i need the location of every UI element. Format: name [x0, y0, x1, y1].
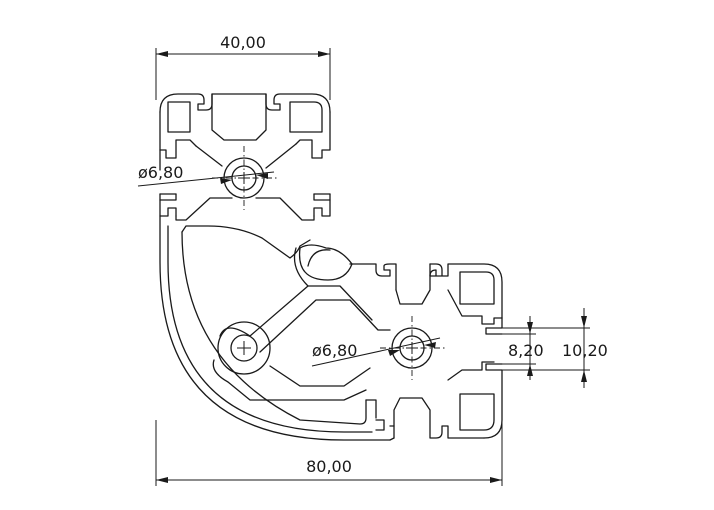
- dimension-top-label: 40,00: [220, 33, 266, 52]
- dimension-hole-lower: ø6,80: [311, 337, 441, 367]
- dimension-slot-inner-label: 8,20: [508, 341, 544, 360]
- dimension-hole-upper: ø6,80: [137, 163, 275, 187]
- dimension-hole-upper-label: ø6,80: [138, 163, 183, 182]
- dimension-top-width: 40,00: [155, 33, 331, 100]
- hole-right: [380, 316, 446, 380]
- hole-lower-left: [217, 321, 271, 375]
- dimension-bottom-label: 80,00: [306, 457, 352, 476]
- dimension-bottom-width: 80,00: [155, 420, 503, 486]
- dimension-slot: 8,20 10,20: [486, 308, 608, 388]
- hole-upper: [212, 146, 278, 210]
- dimension-slot-outer-label: 10,20: [562, 341, 608, 360]
- dimension-hole-lower-label: ø6,80: [312, 341, 357, 360]
- profile-outline: [159, 93, 503, 441]
